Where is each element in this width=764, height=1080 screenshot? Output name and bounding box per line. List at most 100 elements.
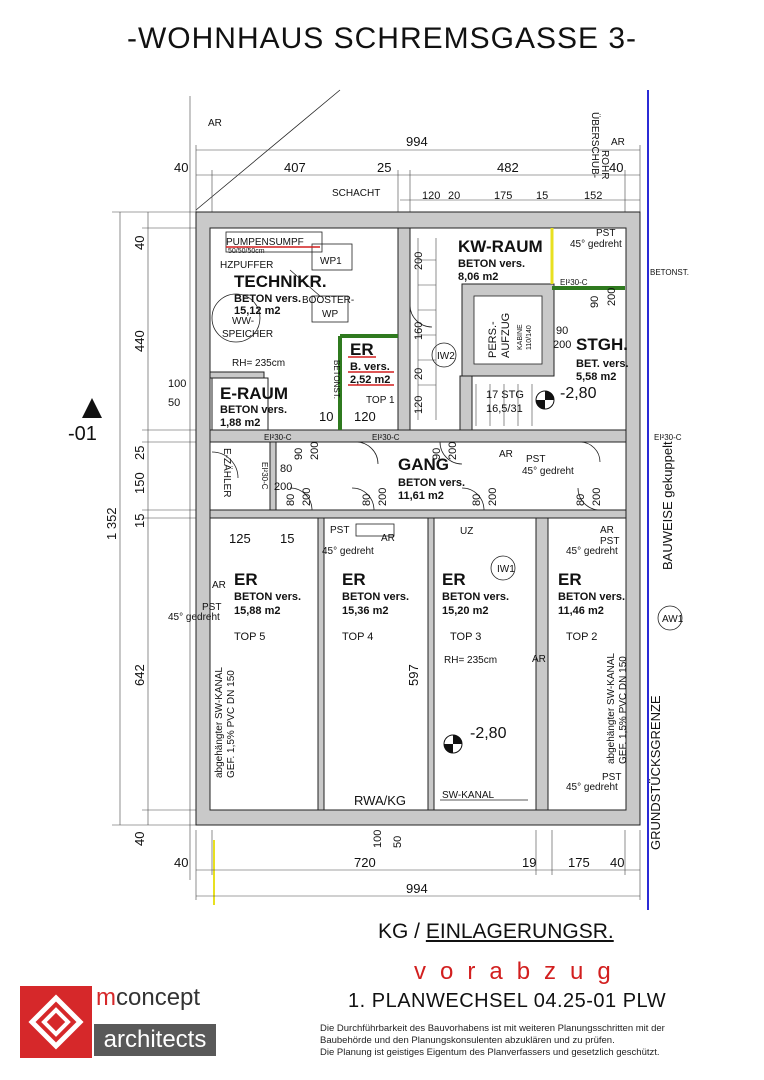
booster-box [311,295,349,323]
er2-material: BETON vers. [558,591,625,603]
dim-90-gang: 90 [431,448,443,460]
ar-label-top2: AR [600,525,614,536]
pumpensumpf-label: PUMPENSUMPF [226,237,304,248]
stairs-ratio: 16,5/31 [486,403,523,415]
kg-prefix: KG / [378,920,426,943]
dim-200-gang: 200 [447,442,459,460]
stgh-name: STGH. [576,335,628,354]
staircase [417,238,533,426]
er4-material: BETON vers. [342,591,409,603]
bauweise-label: BAUWEISE gekuppelt [660,441,675,570]
top-dimension-chain: 994 40 407 25 482 40 120 20 175 15 152 S… [174,112,641,212]
dim-160-stair: 160 [413,322,425,340]
pst-label-top5: PST [202,602,221,613]
kanal-label-4: GEF. 1,5% PVC DN 150 [618,656,629,764]
dim-top-482: 482 [497,160,519,175]
level-label-2: -2,80 [470,725,507,742]
er5-top: TOP 5 [234,631,265,643]
er4-top: TOP 4 [342,631,373,643]
ei30c-label-3: EI²30-C [260,462,269,490]
aufzug-label-1: PERS.- [487,321,499,358]
betonst-label: BETONST. [332,360,341,399]
gedreht-label-1: 45° gedreht [570,239,622,250]
e-zaehler-label: E-ZÄHLER [221,448,233,497]
inner-walls [209,227,627,811]
gedreht-label-top2: 45° gedreht [566,546,618,557]
gang-area: 11,61 m2 [398,490,444,502]
dim-top-25: 25 [377,160,391,175]
vorabzug-stamp: vorabzug [414,958,625,985]
iw1-tag [490,555,516,581]
gedreht-label-bottom: 45° gedreht [566,782,618,793]
ei30c-label-2: EI²30-C [264,433,292,442]
er-small-area: 2,52 m2 [350,374,390,386]
disclaimer-line-1: Die Durchführbarkeit des Bauvorhabens is… [320,1023,665,1034]
top3-rh: RH= 235cm [444,655,497,666]
logo-m: m [96,984,116,1011]
pst-label-gang: PST [526,454,545,465]
ar-label-gang: AR [499,449,513,460]
level-label-1: -2,80 [560,385,597,402]
level-marker-icon [535,390,555,410]
kw-raum-name: KW-RAUM [458,237,543,256]
dim-200-e: 200 [274,481,292,493]
ueberschub-label: ÜBERSCHUB- [589,112,601,178]
er3-material: BETON vers. [442,591,509,603]
dim-sub-152: 152 [584,190,602,202]
dim-15-b: 15 [280,531,294,546]
section-marker-icon [82,398,102,418]
technik-rh: RH= 235cm [232,358,285,369]
aufzug-label-2: AUFZUG [500,313,512,358]
wp1-box [311,243,353,271]
er2-area: 11,46 m2 [558,605,604,617]
er5-area: 15,88 m2 [234,605,280,617]
gedreht-label-top4: 45° gedreht [322,546,374,557]
kabine-label-2: 110/140 [526,325,533,350]
section-label: -01 [68,423,97,445]
pumpensumpf-box [225,231,323,253]
er-small-top: TOP 1 [366,395,395,406]
e-raum-name: E-RAUM [220,384,288,403]
technik-material: BETON vers. [234,293,301,305]
betonst-label-2: BETONST. [650,268,689,277]
er5-material: BETON vers. [234,591,301,603]
plan-title: -WOHNHAUS SCHREMSGASSE 3- [126,22,638,55]
dim-200-kw: 200 [606,288,618,306]
dim-80-e: 80 [280,463,292,475]
dim-125: 125 [229,531,251,546]
disclaimer-line-3: Die Planung ist geistiges Eigentum des P… [320,1047,660,1058]
iw2-tag [431,342,457,368]
dim-bot-50: 50 [392,836,404,848]
dim-left-25: 25 [132,446,147,460]
bottom-dimension-chain: 40 720 19 175 40 994 100 50 [174,830,641,900]
uz-box [355,523,395,537]
er3-top: TOP 3 [450,631,481,643]
stgh-material: BET. vers. [576,358,629,370]
iw2-label: IW2 [437,351,455,362]
dim-bot-40: 40 [174,855,188,870]
logo-architects: architects [94,1024,216,1056]
dim-90-kw: 90 [589,296,601,308]
hzpuffer-label: HZPUFFER [220,260,273,271]
dim-20-stair: 20 [413,368,425,380]
stgh-area: 5,58 m2 [576,371,616,383]
rwa-kg-label: RWA/KG [354,793,406,808]
sw-kanal-label: SW-KANAL [442,790,494,801]
stairs-count: 17 STG [486,389,524,401]
dim-left-40b: 40 [132,832,147,846]
dim-80-gang2: 80 [471,494,483,506]
rohr-label: ROHR [599,150,610,179]
gedreht-label-gang: 45° gedreht [522,466,574,477]
iw1-label: IW1 [497,564,515,575]
dim-left-100: 100 [168,378,186,390]
kabine-label-1: KABINE [517,324,524,350]
dim-left-40a: 40 [132,236,147,250]
dim-left-440: 440 [132,330,147,352]
uz-label: UZ [460,526,473,537]
dim-bot-100: 100 [372,830,384,848]
dim-120: 120 [354,409,376,424]
pst-label-top2: PST [600,536,619,547]
er4-area: 15,36 m2 [342,605,388,617]
left-dimension-chain: 40 440 25 150 15 642 40 1 352 100 50 -01 [68,211,196,846]
ei30c-label-1: EI²30-C [560,278,588,287]
